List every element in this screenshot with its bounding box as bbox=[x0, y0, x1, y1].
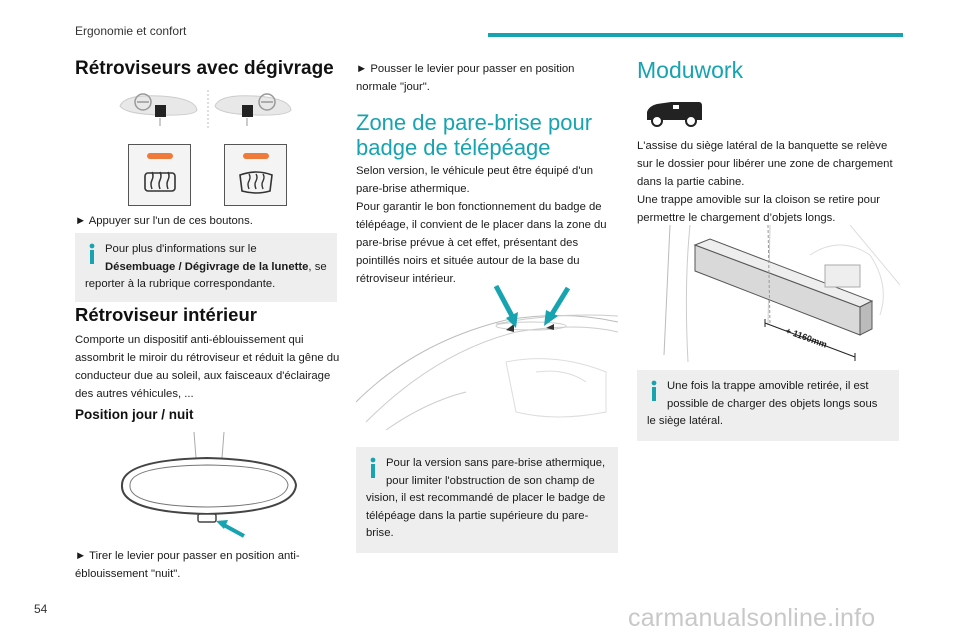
note-text-bold: Désembuage / Dégivrage de la lunette bbox=[105, 260, 309, 273]
page-number: 54 bbox=[34, 602, 48, 616]
info-icon bbox=[651, 380, 657, 401]
mirror-defrost-icon bbox=[239, 171, 273, 194]
toll-badge-body: Selon version, le véhicule peut être équ… bbox=[356, 165, 607, 285]
van-icon bbox=[647, 102, 702, 127]
note-text: Pour la version sans pare-brise athermiq… bbox=[366, 457, 606, 539]
rear-defrost-icon bbox=[144, 171, 176, 192]
watermark: carmanualsonline.info bbox=[628, 604, 876, 632]
info-icon bbox=[89, 243, 95, 264]
step-push-lever: ► Pousser le levier pour passer en posit… bbox=[356, 63, 575, 93]
cargo-illustration: + 1160mm bbox=[663, 225, 900, 362]
section-title-toll-badge: Zone de pare-brise pour badge de télépéa… bbox=[356, 110, 593, 160]
subtitle-day-night: Position jour / nuit bbox=[75, 407, 194, 422]
inner-mirror-intro: Comporte un dispositif anti-éblouissemen… bbox=[75, 334, 340, 400]
note-text-pre: Pour plus d'informations sur le bbox=[105, 243, 257, 255]
header-accent-bar bbox=[488, 33, 903, 37]
step-press-button: ► Appuyer sur l'un de ces boutons. bbox=[75, 215, 253, 227]
section-title-heated-mirrors: Rétroviseurs avec dégivrage bbox=[75, 58, 334, 79]
dimension-label: + 1160mm bbox=[784, 325, 828, 349]
moduwork-body: L'assise du siège latéral de la banquett… bbox=[637, 140, 893, 224]
info-note-defog: Pour plus d'informations sur le Désembua… bbox=[75, 233, 337, 302]
section-title-moduwork: Moduwork bbox=[637, 57, 744, 83]
indicator-light bbox=[147, 153, 173, 159]
info-icon bbox=[370, 457, 376, 478]
rear-defrost-button[interactable] bbox=[128, 144, 191, 206]
indicator-light bbox=[243, 153, 269, 159]
rearview-mirror-illustration bbox=[120, 431, 298, 538]
section-title-inner-mirror: Rétroviseur intérieur bbox=[75, 304, 257, 325]
running-header: Ergonomie et confort bbox=[75, 24, 187, 38]
note-text-post: , se reporter à la rubrique correspondan… bbox=[85, 260, 327, 291]
step-pull-lever: ► Tirer le levier pour passer en positio… bbox=[75, 550, 300, 580]
info-note-toll-badge: Pour la version sans pare-brise athermiq… bbox=[356, 447, 618, 553]
info-note-moduwork: Une fois la trappe amovible retirée, il … bbox=[637, 370, 899, 441]
mirrors-illustration bbox=[119, 90, 292, 128]
windscreen-illustration bbox=[356, 284, 618, 431]
note-text: Une fois la trappe amovible retirée, il … bbox=[647, 380, 878, 427]
mirror-defrost-button[interactable] bbox=[224, 144, 287, 206]
